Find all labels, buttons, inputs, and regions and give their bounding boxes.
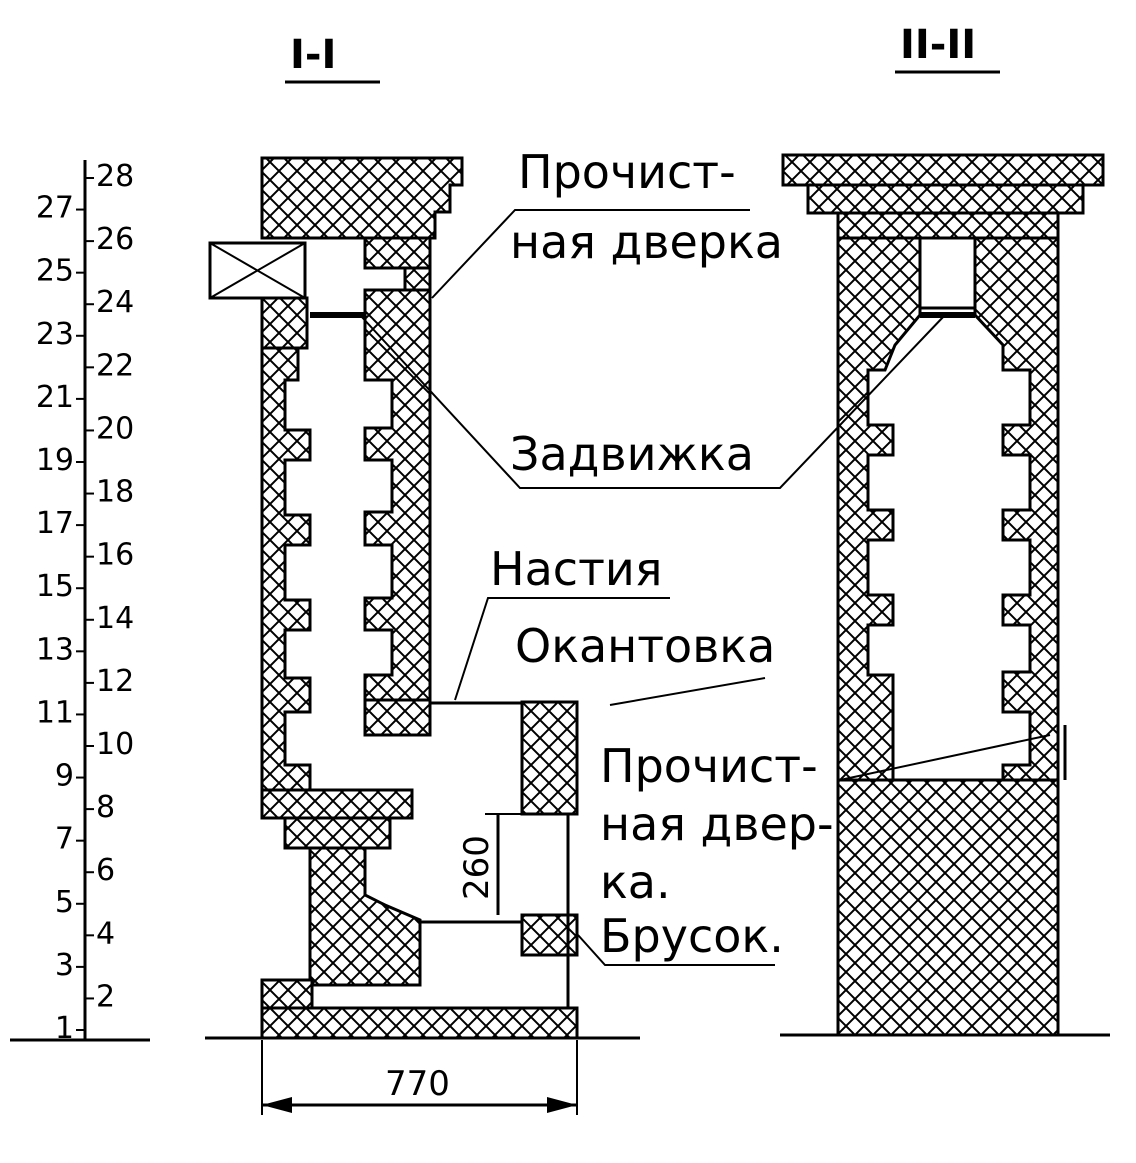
left-wall-top bbox=[260, 296, 309, 350]
section-title-right: II-II bbox=[895, 22, 1000, 74]
base-step bbox=[260, 978, 314, 1012]
front-wall-column bbox=[520, 700, 579, 816]
leader-cleaning-door-bottom bbox=[839, 734, 1051, 781]
row-number-scale: 1357911131517192123252724681012141618202… bbox=[10, 159, 150, 1046]
ledge-block bbox=[260, 788, 414, 820]
cap-block bbox=[260, 156, 464, 240]
dim-arrow-left bbox=[262, 1097, 292, 1113]
scale-even-label: 16 bbox=[96, 538, 134, 573]
section-title-left: I-I bbox=[285, 32, 380, 84]
label-cleaning-door-top-1: Прочист- bbox=[518, 145, 736, 199]
leader-cleaning-door-top bbox=[431, 209, 750, 299]
scale-odd-label: 21 bbox=[36, 380, 74, 415]
cleaning-door-cross bbox=[209, 242, 306, 299]
scale-odd-label: 27 bbox=[36, 191, 74, 226]
label-cleaning-door-bottom-4: Брусок. bbox=[600, 909, 784, 963]
scale-even-label: 14 bbox=[96, 601, 134, 636]
label-cleaning-door-bottom-2: ная двер- bbox=[600, 797, 834, 851]
label-damper: Задвижка bbox=[510, 427, 754, 481]
scale-even-label: 26 bbox=[96, 222, 134, 257]
scale-odd-label: 3 bbox=[55, 948, 74, 983]
inner-divider-wall bbox=[363, 288, 432, 702]
scale-even-label: 28 bbox=[96, 159, 134, 194]
scale-even-label: 24 bbox=[96, 285, 134, 320]
scale-odd-label: 23 bbox=[36, 317, 74, 352]
leader-damper bbox=[359, 314, 946, 489]
dimension-height-text: 260 bbox=[457, 835, 497, 900]
scale-odd-label: 5 bbox=[55, 885, 74, 920]
left-wall-2 bbox=[836, 236, 922, 782]
cleaning-door-opening-2 bbox=[918, 236, 977, 310]
leader-bar bbox=[577, 934, 775, 966]
scale-odd-label: 13 bbox=[36, 632, 74, 667]
section-title-left-text: I-I bbox=[290, 32, 336, 78]
base-mass-2 bbox=[836, 778, 1060, 1037]
label-cleaning-door-bottom-3: ка. bbox=[600, 855, 671, 909]
scale-even-label: 22 bbox=[96, 348, 134, 383]
upper-inner-block-2 bbox=[403, 266, 432, 292]
divider-base-block bbox=[363, 698, 432, 737]
left-outer-wall bbox=[260, 346, 312, 792]
scale-even-label: 6 bbox=[96, 853, 115, 888]
scale-odd-label: 15 bbox=[36, 569, 74, 604]
scale-odd-label: 17 bbox=[36, 506, 74, 541]
label-edging: Окантовка bbox=[515, 619, 775, 673]
base-block bbox=[260, 1006, 579, 1040]
scale-odd-label: 25 bbox=[36, 254, 74, 289]
scale-even-label: 12 bbox=[96, 664, 134, 699]
label-flooring: Настия bbox=[490, 542, 662, 596]
label-cleaning-door-top-2: ная дверка bbox=[510, 215, 783, 269]
section-2-masonry bbox=[780, 153, 1110, 1037]
firebox-left-wall bbox=[308, 846, 422, 987]
leader-edging bbox=[609, 677, 766, 706]
scale-even-label: 20 bbox=[96, 411, 134, 446]
right-wall-2 bbox=[973, 236, 1060, 782]
cap-top-2 bbox=[781, 153, 1105, 187]
dimension-width: 770 bbox=[261, 1040, 578, 1115]
scale-even-label: 2 bbox=[96, 979, 115, 1014]
dim-arrow-right bbox=[547, 1097, 577, 1113]
leader-lines bbox=[359, 209, 1051, 966]
section-title-right-text: II-II bbox=[900, 22, 976, 68]
scale-even-label: 18 bbox=[96, 475, 134, 510]
dimension-height: 260 bbox=[457, 813, 575, 915]
dimension-width-text: 770 bbox=[385, 1064, 450, 1104]
label-cleaning-door-bottom-1: Прочист- bbox=[600, 739, 818, 793]
callout-labels: Прочист- ная дверка Задвижка Настия Окан… bbox=[490, 145, 834, 963]
scale-odd-label: 9 bbox=[55, 759, 74, 794]
upper-inner-block-1 bbox=[363, 236, 432, 270]
cap-bottom-2 bbox=[836, 211, 1060, 240]
scale-even-label: 10 bbox=[96, 727, 134, 762]
scale-even-label: 4 bbox=[96, 916, 115, 951]
cap-mid-2 bbox=[806, 183, 1085, 215]
scale-odd-label: 7 bbox=[55, 822, 74, 857]
scale-odd-label: 11 bbox=[36, 695, 74, 730]
scale-odd-label: 19 bbox=[36, 443, 74, 478]
ledge-block-2 bbox=[283, 816, 392, 850]
leader-flooring bbox=[454, 597, 670, 701]
scale-odd-label: 1 bbox=[55, 1011, 74, 1046]
section-1-masonry bbox=[205, 156, 640, 1040]
scale-even-label: 8 bbox=[96, 790, 115, 825]
